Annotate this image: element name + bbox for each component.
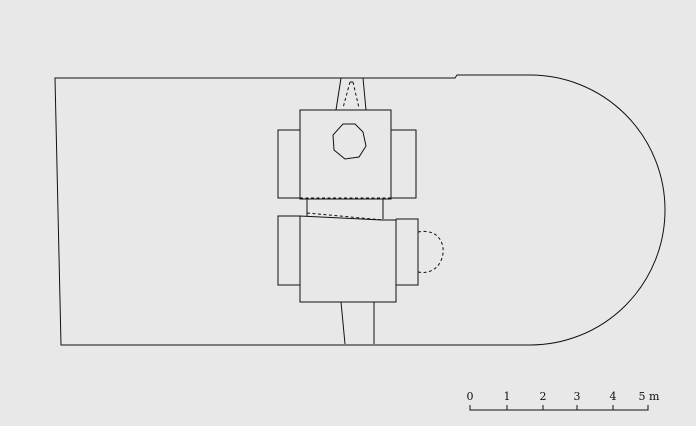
- upper-chamber: [299, 109, 392, 200]
- scale-label-0: 0: [467, 390, 474, 403]
- scale-bar-line: [469, 405, 649, 411]
- upper-east-annex: [391, 129, 417, 199]
- lower-west-annex: [277, 215, 300, 286]
- scale-label-3: 3: [574, 390, 581, 403]
- octagonal-feature: [332, 123, 367, 160]
- corridor-dashed-line: [306, 212, 384, 221]
- scale-label-2: 2: [540, 390, 547, 403]
- scale-label-1: 1: [504, 390, 511, 403]
- outer-enclosure-wall: [54, 74, 666, 346]
- upper-west-annex: [277, 129, 300, 199]
- scale-label-4: 4: [610, 390, 617, 403]
- north-passage-inner-lines: [342, 81, 360, 109]
- lower-annex-dashed-lines: [299, 216, 397, 285]
- east-apse-dashed: [417, 230, 444, 273]
- connecting-corridor: [306, 199, 384, 219]
- scale-bar: 0 1 2 3 4 5 m: [467, 390, 660, 411]
- scale-label-5m: 5 m: [639, 390, 660, 403]
- lower-chamber: [299, 215, 397, 303]
- north-passage: [335, 77, 367, 111]
- lower-east-annex: [396, 218, 419, 286]
- upper-annex-dashed-lines: [299, 130, 392, 199]
- south-passage: [340, 301, 375, 345]
